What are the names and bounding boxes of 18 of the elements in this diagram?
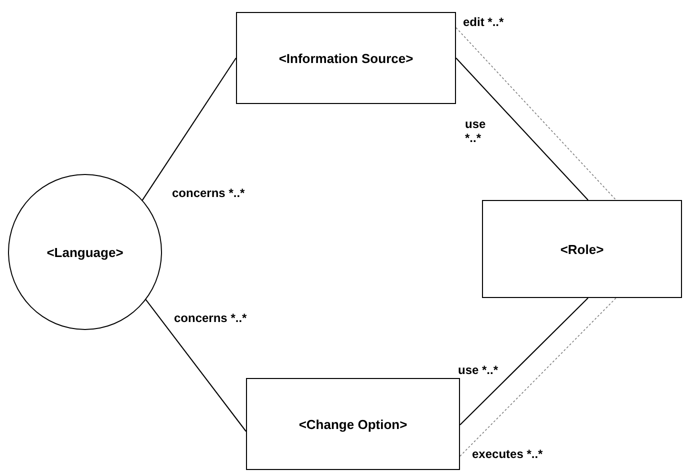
association-line: [460, 298, 588, 426]
class-name: <Information Source>: [278, 50, 414, 66]
association-line: [456, 58, 588, 200]
association-line: [145, 299, 246, 432]
class-box: [482, 200, 682, 298]
edge-label: concerns *..*: [172, 186, 245, 200]
class-name: <Language>: [46, 244, 124, 260]
edge-label: use *..*: [458, 363, 498, 377]
dashed-association-line: [456, 27, 616, 200]
class-name: <Role>: [560, 242, 604, 256]
class-box: [246, 378, 460, 470]
class-box: [236, 12, 456, 104]
edge-label: concerns *..*: [174, 311, 247, 325]
edge-label: executes *..*: [472, 447, 543, 461]
edge-label: edit *..*: [463, 15, 504, 29]
association-line: [142, 58, 236, 201]
class-name: <Change Option>: [298, 416, 408, 432]
dashed-association-line: [460, 298, 616, 457]
